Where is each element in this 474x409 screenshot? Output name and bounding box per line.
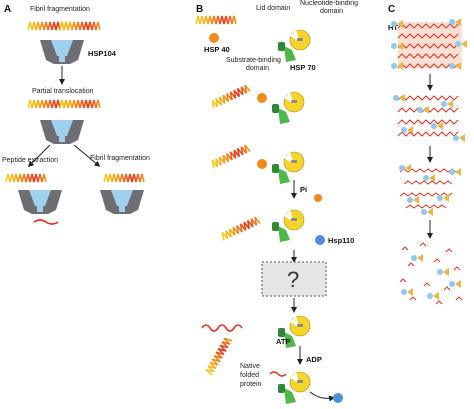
unknown-box (261, 261, 327, 297)
folded-label: folded (240, 372, 259, 379)
hsp70-top (277, 29, 311, 63)
htra1-fibril-mass-1 (391, 18, 467, 70)
question-mark: ? (287, 267, 299, 292)
hsp70-label: HSP 70 (290, 63, 316, 72)
hsp40-2 (257, 93, 267, 103)
hsp104-label: HSP104 (88, 49, 117, 58)
lid-domain-label: Lid domain (256, 5, 290, 12)
hsp70-2 (271, 91, 305, 125)
fibril-b-top (195, 15, 237, 25)
partial-translocation-label: Partial translocation (32, 88, 94, 95)
fibril-b-bottom (204, 335, 233, 377)
panel-b-letter: B (196, 4, 203, 15)
native-label: Native (240, 363, 260, 370)
substrate-binding-label: Substrate-binding (226, 57, 281, 64)
nucleotide-domain-label: domain (320, 8, 343, 15)
hsp70-6 (277, 371, 311, 405)
hsp104-top (40, 40, 84, 64)
protein-label: protein (240, 381, 262, 388)
hsp40-released (314, 194, 322, 202)
hsp70-3 (271, 151, 305, 185)
hsp104-middle (40, 120, 84, 144)
fibril-b-4 (219, 215, 261, 242)
htra1-fibril-mass-2 (393, 94, 465, 142)
fibril-b-2 (209, 83, 251, 110)
fibril-right-bottom (103, 173, 145, 183)
adp-label: ADP (306, 355, 322, 364)
substrate-domain-label: domain (246, 65, 269, 72)
hsp40-3 (257, 159, 267, 169)
htra1-fragments (399, 242, 463, 305)
hsp110-label: Hsp110 (328, 236, 354, 245)
hsp110-released (333, 393, 343, 403)
hsp104-right-bottom (100, 190, 144, 214)
panel-c-letter: C (388, 4, 395, 15)
hsp40-label: HSP 40 (204, 45, 230, 54)
extracted-peptide (33, 219, 59, 225)
unfolded-chain (201, 324, 243, 332)
hsp110-circle (315, 235, 325, 245)
fibril-left-bottom (5, 173, 47, 183)
hsp70-4 (271, 209, 305, 243)
hsp40-top (209, 33, 219, 43)
fibril-fragmentation-bottom-label: Fibril fragmentation (90, 155, 150, 162)
atp-label: ATP (276, 337, 290, 346)
pi-label: Pi (300, 185, 307, 194)
nucleotide-binding-label: Nucleotide-binding (300, 0, 358, 7)
peptide-extraction-label: Peptide extraction (2, 157, 58, 164)
panel-a-letter: A (4, 4, 11, 15)
fibril-b-3 (209, 143, 251, 170)
fibril-translocation-2 (59, 99, 101, 109)
fibril-top-2 (59, 21, 101, 31)
hsp104-left-bottom (18, 190, 62, 214)
htra1-fibril-mass-3 (399, 164, 461, 216)
fibril-fragmentation-top-label: Fibril fragmentation (30, 6, 90, 13)
